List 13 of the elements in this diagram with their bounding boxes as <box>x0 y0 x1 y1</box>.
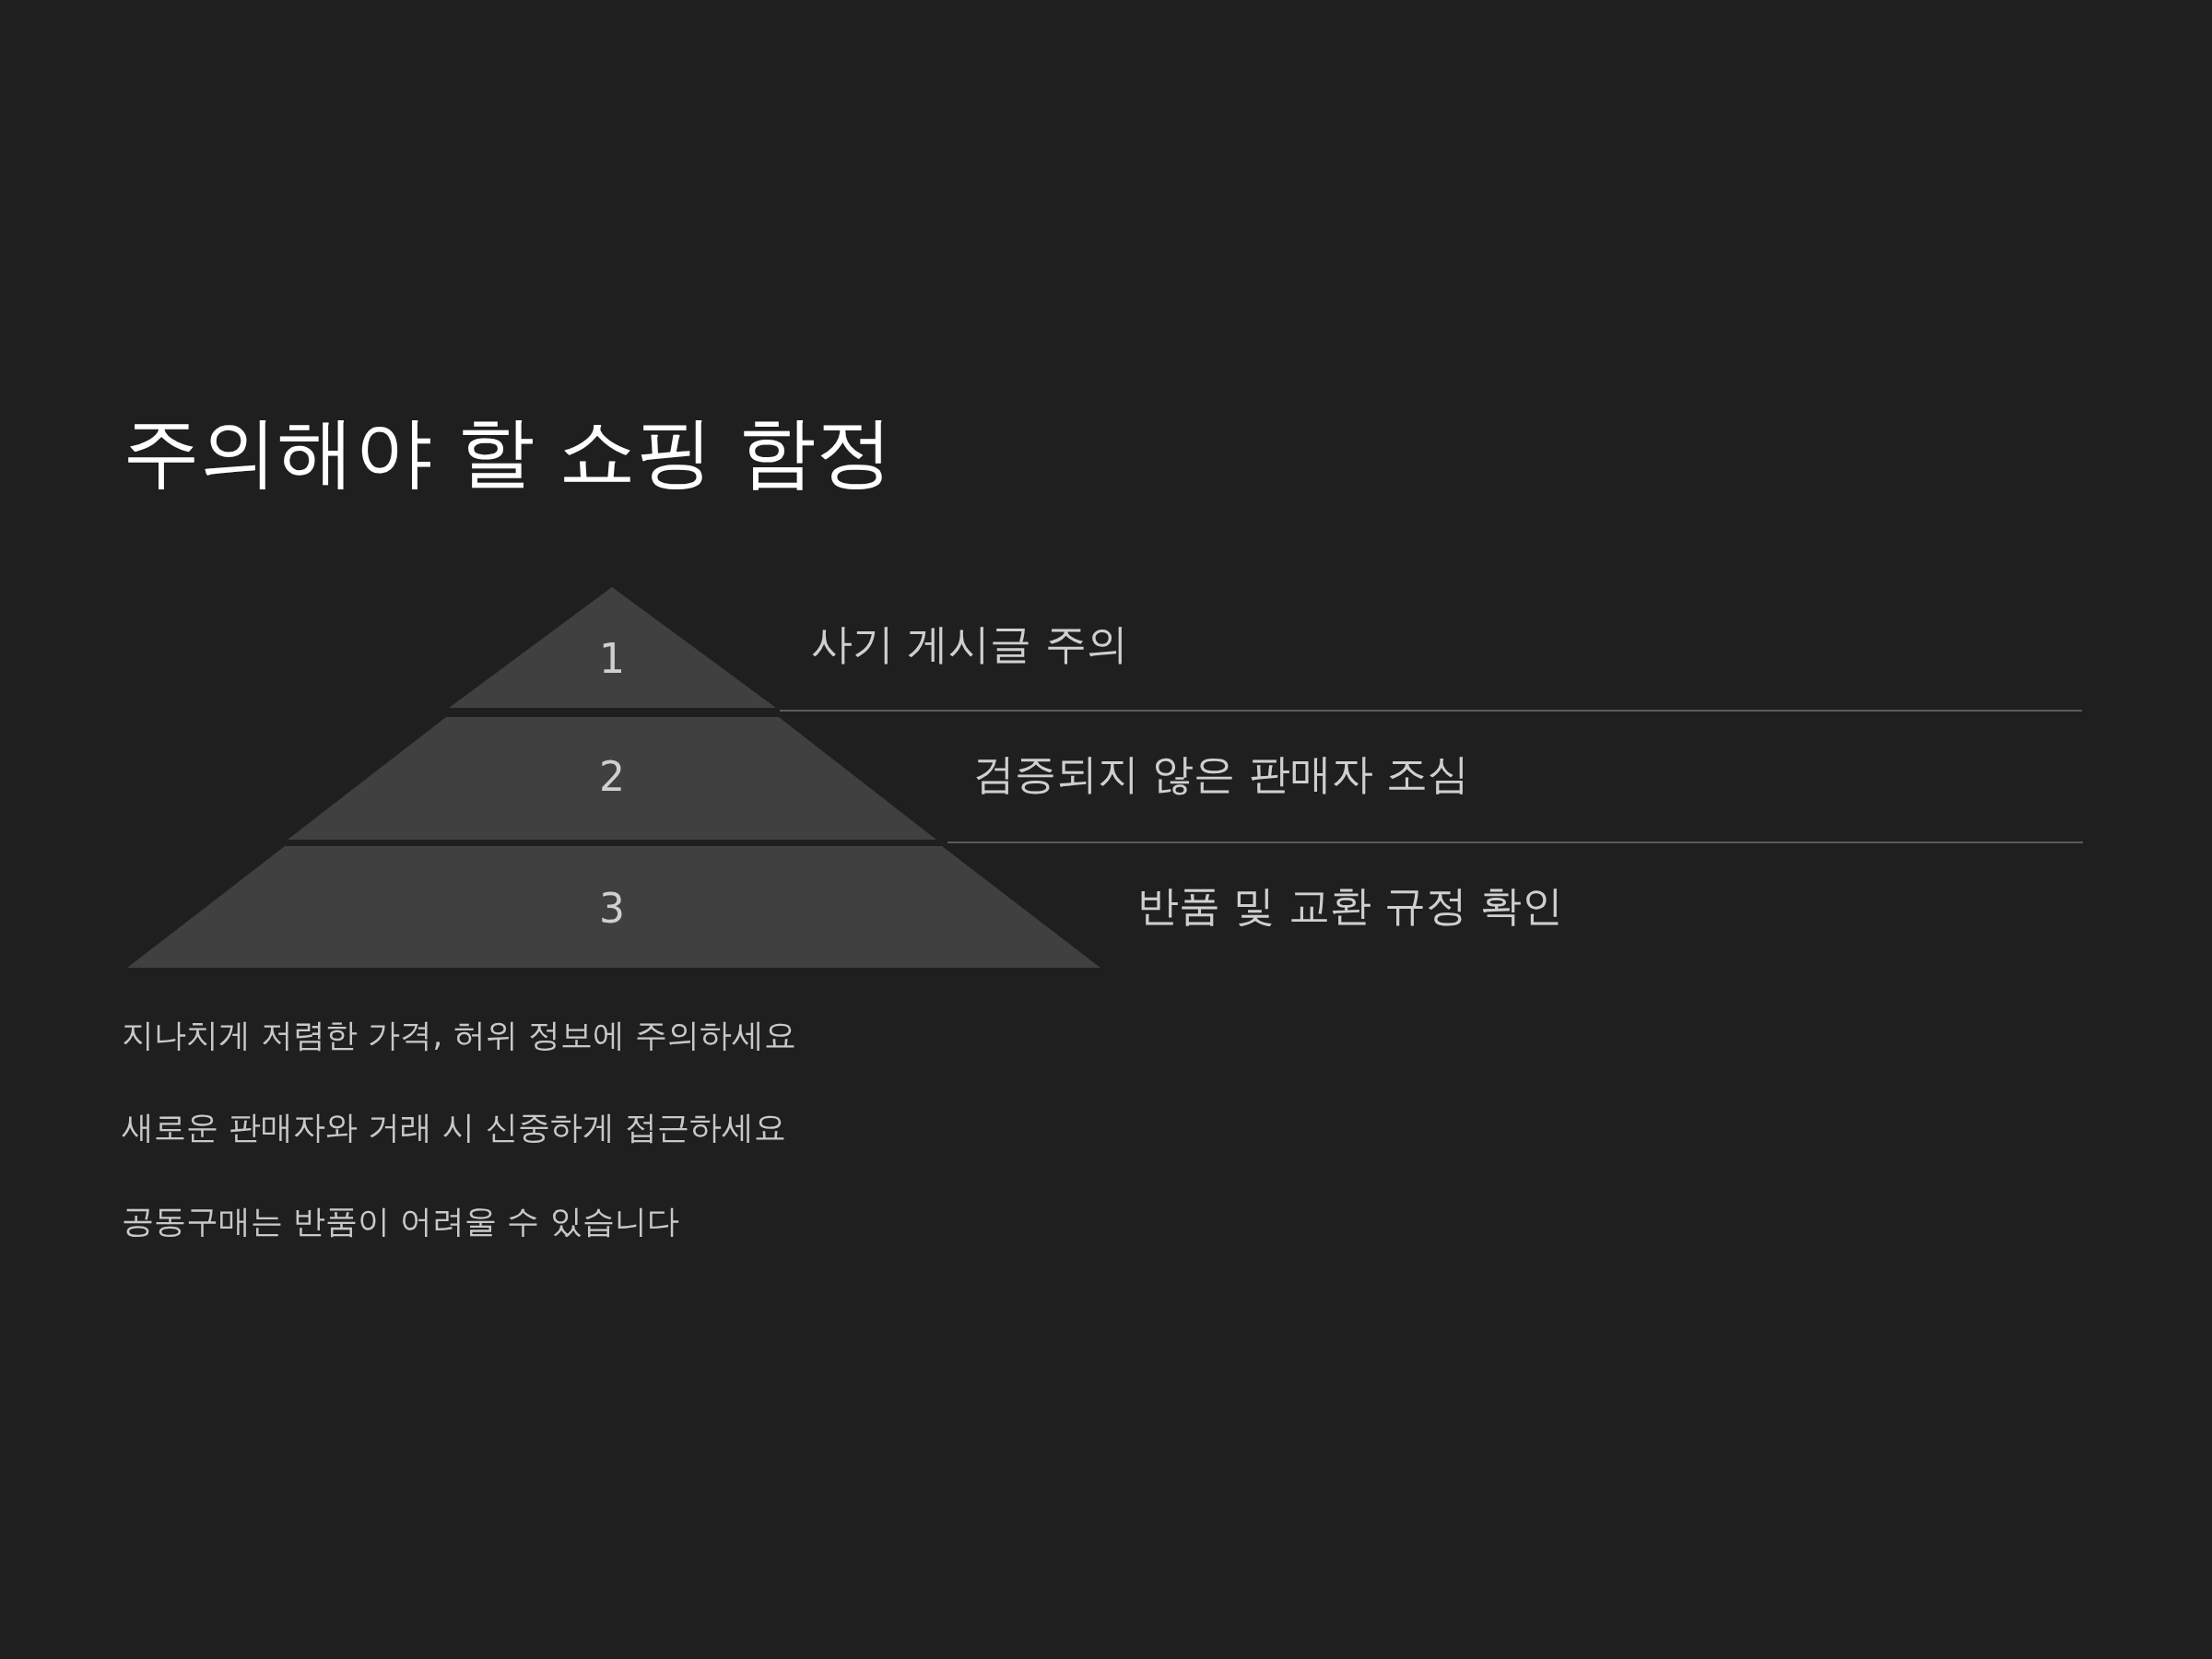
layer-label: 검증되지 않은 판매자 조심 <box>973 748 1469 800</box>
pyramid-layer <box>127 846 1100 968</box>
pyramid-layer <box>288 717 936 840</box>
layer-label: 사기 게시글 주의 <box>811 618 1128 670</box>
layer-number: 1 <box>599 635 625 683</box>
layer-number: 3 <box>599 885 625 933</box>
layer-number: 2 <box>599 753 625 801</box>
note-text: 새로운 판매자와 거래 시 신중하게 접근하세요 <box>122 1108 786 1147</box>
layer-label: 반품 및 교환 규정 확인 <box>1137 880 1564 932</box>
note-text: 공동구매는 반품이 어려울 수 있습니다 <box>122 1202 679 1241</box>
pyramid-layer <box>449 587 776 708</box>
title: 주의해야 할 쇼핑 함정 <box>123 406 894 498</box>
note-text: 지나치게 저렴한 가격, 허위 정보에 주의하세요 <box>122 1016 796 1055</box>
